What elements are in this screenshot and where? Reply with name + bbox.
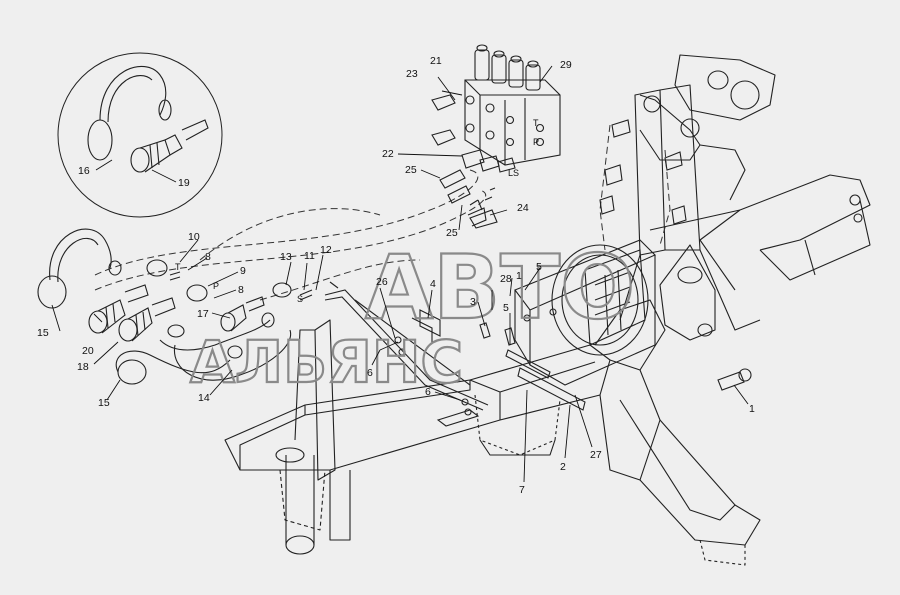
callout-9: 9	[240, 265, 246, 277]
callout-6b: 6	[425, 386, 431, 398]
callout-20: 20	[82, 345, 94, 357]
right-fittings	[599, 119, 752, 391]
hose-routing	[94, 124, 671, 301]
callout-25: 25	[405, 164, 417, 176]
callouts: 16 19 10 8 9 8 13 11 12 17 15 20 18 15 1…	[37, 55, 755, 496]
callout-1b: 1	[516, 270, 522, 282]
callout-26: 26	[376, 276, 388, 288]
callout-18: 18	[77, 361, 89, 373]
watermark-line-2: АЛЬЯНС	[190, 328, 463, 396]
callout-13: 13	[280, 251, 292, 263]
callout-23: 23	[406, 68, 418, 80]
watermark-line-1: АВТО	[365, 236, 635, 339]
callout-3: 3	[470, 296, 476, 308]
left-couplers	[37, 228, 313, 385]
callout-15: 15	[37, 327, 49, 339]
callout-6: 6	[367, 367, 373, 379]
port-letters: T P LS T P S	[175, 118, 539, 304]
callout-5b: 5	[503, 302, 509, 314]
leader-lines	[51, 65, 749, 483]
coupler-letter-p: P	[213, 281, 219, 291]
callout-15b: 15	[98, 397, 110, 409]
callout-16: 16	[78, 165, 90, 177]
callout-19: 19	[178, 177, 190, 189]
callout-1: 1	[749, 403, 755, 415]
pipes-and-brackets	[324, 281, 489, 427]
callout-4: 4	[430, 278, 436, 290]
valve-letter-t: T	[533, 118, 539, 128]
callout-10: 10	[188, 231, 200, 243]
callout-11: 11	[304, 250, 315, 262]
callout-8b: 8	[238, 284, 244, 296]
callout-24: 24	[517, 202, 529, 214]
callout-28: 28	[500, 273, 512, 285]
callout-7: 7	[519, 484, 525, 496]
callout-5: 5	[536, 261, 542, 273]
valve-letter-p: P	[533, 137, 539, 147]
callout-27: 27	[590, 449, 602, 461]
callout-14: 14	[198, 392, 210, 404]
callout-8: 8	[205, 251, 211, 263]
coupler-letter-s: S	[297, 294, 303, 304]
callout-2: 2	[560, 461, 566, 473]
callout-21: 21	[430, 55, 442, 67]
callout-12: 12	[320, 244, 332, 256]
callout-17: 17	[197, 308, 209, 320]
loader-valve-assembly	[479, 239, 656, 411]
coupler-letter-t: T	[175, 262, 181, 272]
valve-letter-ls: LS	[508, 168, 519, 178]
watermark: АВТО АЛЬЯНС	[189, 235, 636, 397]
control-valve-block	[431, 44, 561, 229]
callout-25b: 25	[446, 227, 458, 239]
machine-frame	[224, 54, 871, 566]
callout-29: 29	[560, 59, 572, 71]
inset-detail	[57, 52, 223, 218]
callout-22: 22	[382, 148, 394, 160]
